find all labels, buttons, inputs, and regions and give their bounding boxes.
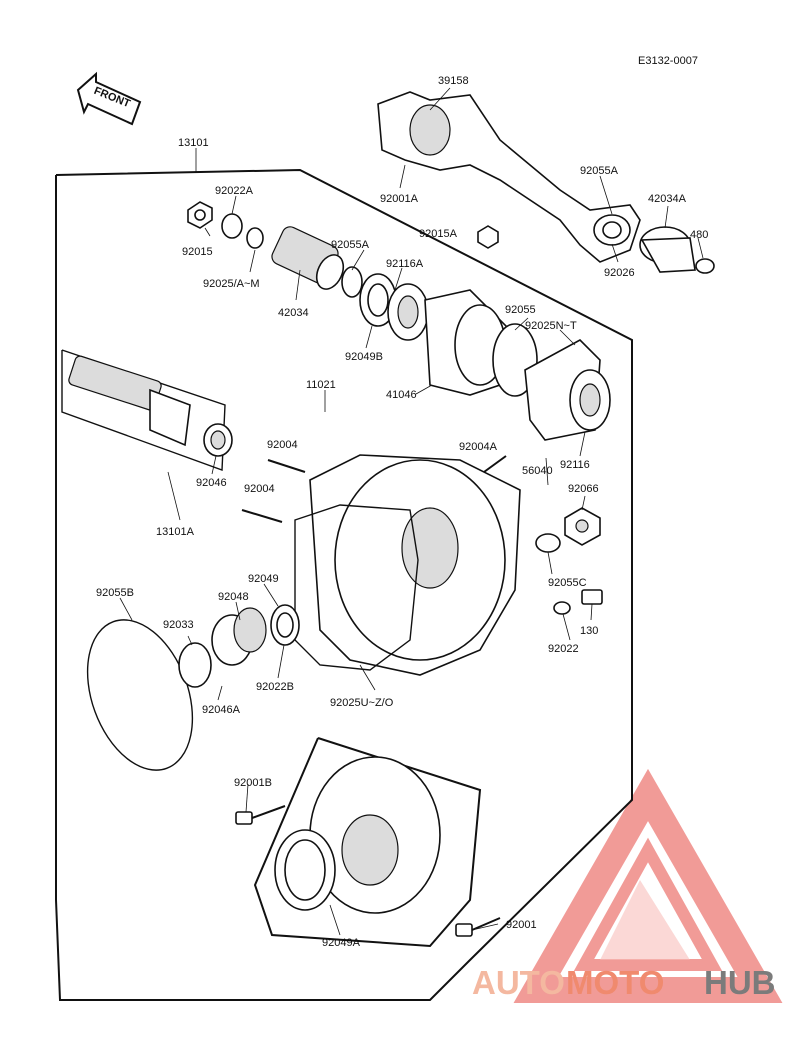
front-arrow-icon: FRONT [76,71,142,126]
studs-92004 [241,455,507,523]
label-92116A: 92116A [386,258,424,270]
washer-92022 [553,601,571,615]
label-92055C: 92055C [548,577,587,589]
bearing-92033 [178,642,212,688]
gasket-92025UZO [294,504,419,671]
label-92015: 92015 [182,246,213,258]
label-92004-b: 92004 [244,483,275,495]
oring-92055B [86,619,194,771]
bearing-92048 [211,607,267,666]
label-92015A: 92015A [419,228,458,240]
label-92055A-right: 92055A [580,165,619,177]
washer-92022A [221,213,243,239]
bolt-92001B [235,805,286,825]
label-92055A-top: 92055A [331,239,370,251]
label-92001A: 92001A [380,193,419,205]
label-130: 130 [580,625,598,637]
cap-92066 [564,507,601,546]
label-13101A: 13101A [156,526,195,538]
label-42034: 42034 [278,307,309,319]
label-92048: 92048 [218,591,249,603]
bearing-92116A [387,283,429,341]
label-92049: 92049 [248,573,279,585]
watermark-text: AUTO MOTO HUB [472,964,776,1001]
watermark-triangle-icon [513,768,783,1003]
label-56040: 56040 [522,465,553,477]
part-labels: 39158 13101 92022A 92015 92025/A~M 92055… [96,75,708,949]
label-92025AM: 92025/A~M [203,278,260,290]
label-92022: 92022 [548,643,579,655]
label-92055B: 92055B [96,587,134,599]
label-92066: 92066 [568,483,599,495]
pinion-gear-42034 [271,226,345,290]
watermark-auto: AUTO [472,964,565,1001]
watermark-moto: MOTO [566,964,664,1001]
bearing-92116 [524,339,611,441]
label-92022A: 92022A [215,185,254,197]
label-13101: 13101 [178,137,209,149]
label-92001: 92001 [506,919,537,931]
label-92049B: 92049B [345,351,383,363]
label-39158: 39158 [438,75,469,87]
nut-92015 [187,201,213,229]
oring-92055A [341,266,363,298]
label-41046: 41046 [386,389,417,401]
label-92025NT: 92025N~T [525,320,577,332]
circlip-480 [695,258,715,274]
watermark-hub: HUB [704,964,776,1001]
drive-shaft-housing [377,91,641,263]
label-92004A: 92004A [459,441,498,453]
sleeve-42034A [639,226,696,273]
label-92046A: 92046A [202,704,241,716]
bearing-92049B [359,273,397,327]
bearing-92046 [203,423,233,457]
bolt-92001 [455,917,501,937]
assembly-frame [55,168,633,1001]
label-92022B: 92022B [256,681,294,693]
label-480: 480 [690,229,708,241]
label-92001B: 92001B [234,777,272,789]
shim-92025 [246,227,264,249]
label-92055: 92055 [505,304,536,316]
label-92026: 92026 [604,267,635,279]
label-11021: 11021 [306,379,336,391]
label-92004-a: 92004 [267,439,298,451]
oring-92055C [535,533,561,553]
diagram-code: E3132-0007 [638,55,698,67]
label-92025UZO: 92025U~Z/O [330,697,394,709]
pinion-shaft-13101A [61,349,226,471]
label-92033: 92033 [163,619,194,631]
seal-92049 [270,604,300,646]
nut-92015A [477,225,499,249]
ring-gear-assembly [253,737,482,948]
gear-case-11021 [309,454,521,676]
label-42034A: 42034A [648,193,687,205]
bolt-130 [581,589,603,605]
label-92116: 92116 [560,459,590,471]
label-92049A: 92049A [322,937,361,949]
leader-lines [119,87,704,936]
label-92046: 92046 [196,477,227,489]
